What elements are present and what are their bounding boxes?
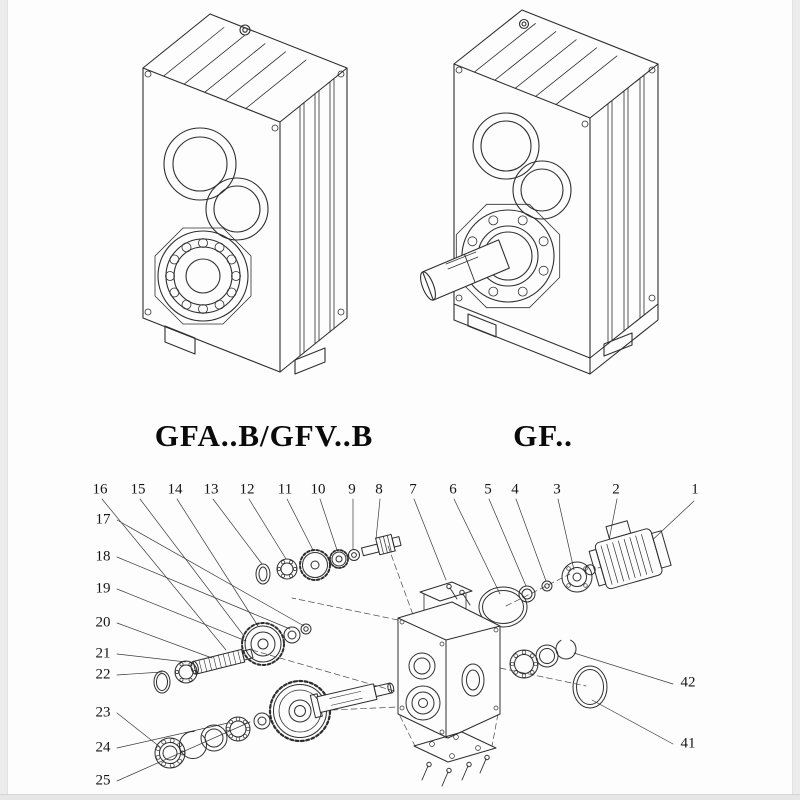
part-callout-10: 10 (310, 481, 326, 498)
page-edge-left (0, 0, 8, 800)
output-shaft-parts (154, 679, 395, 769)
input-shaft-parts (255, 533, 402, 585)
gearbox-gfab-svg (142, 13, 348, 375)
corner-bolts (455, 66, 656, 302)
leader-lines (101, 498, 695, 782)
part-callout-11: 11 (277, 481, 293, 498)
side-panel-ribs (607, 74, 645, 345)
part-callout-16: 16 (92, 481, 108, 498)
mounting-feet (164, 325, 326, 375)
part-callout-13: 13 (203, 481, 219, 498)
lifting-eye (518, 18, 530, 30)
part-callout-41: 41 (680, 735, 696, 752)
part-callout-22: 22 (95, 666, 111, 683)
lifting-eye (239, 24, 251, 36)
housing-outline (453, 9, 659, 375)
part-callout-24: 24 (95, 739, 111, 756)
part-callout-7: 7 (409, 481, 417, 498)
part-callout-14: 14 (167, 481, 183, 498)
exploded-parts-diagram: 16 15 14 13 12 11 10 9 8 7 6 5 4 3 2 1 1… (0, 460, 800, 800)
motor (584, 520, 672, 590)
part-callout-15: 15 (130, 481, 146, 498)
exploded-drawing-svg (101, 498, 695, 787)
part-callout-18: 18 (95, 548, 111, 565)
mounting-feet (467, 313, 633, 357)
part-callout-25: 25 (95, 772, 111, 789)
output-bearing (154, 227, 252, 325)
part-callout-9: 9 (348, 481, 356, 498)
output-side-rings (509, 638, 608, 709)
side-panel-ribs (299, 78, 335, 357)
model-label-gfab: GFA..B/GFV..B (154, 418, 374, 453)
part-callout-3: 3 (553, 481, 561, 498)
part-callout-2: 2 (612, 481, 620, 498)
top-ribs (474, 23, 618, 105)
part-callout-4: 4 (511, 481, 519, 498)
part-callout-5: 5 (484, 481, 492, 498)
bearing-bosses (472, 112, 572, 220)
gearbox-drawing-gfab (95, 4, 395, 404)
part-callout-23: 23 (95, 704, 111, 721)
motor-and-adapter-parts (478, 520, 672, 628)
part-callout-42: 42 (680, 674, 696, 691)
part-callout-19: 19 (95, 580, 111, 597)
housing-outline (142, 13, 348, 373)
intermediate-shaft-parts (153, 622, 312, 694)
part-callout-8: 8 (375, 481, 383, 498)
gearbox-gf-svg (420, 9, 659, 375)
bearing-bosses (163, 127, 269, 241)
model-label-gf: GF.. (513, 418, 573, 453)
page-edge-right (792, 0, 800, 800)
part-callout-20: 20 (95, 614, 111, 631)
gearbox-drawing-gf (408, 4, 708, 404)
part-callout-21: 21 (95, 645, 111, 662)
gearbox-housing (397, 581, 501, 739)
corner-bolts (144, 70, 345, 316)
page-edge-bottom (0, 794, 800, 800)
part-callout-6: 6 (449, 481, 457, 498)
part-callout-1: 1 (691, 481, 699, 498)
top-ribs (163, 27, 307, 109)
base-plate-and-screws (413, 731, 497, 787)
part-callout-17: 17 (95, 511, 111, 528)
part-callout-12: 12 (239, 481, 255, 498)
output-shaft (420, 239, 510, 301)
